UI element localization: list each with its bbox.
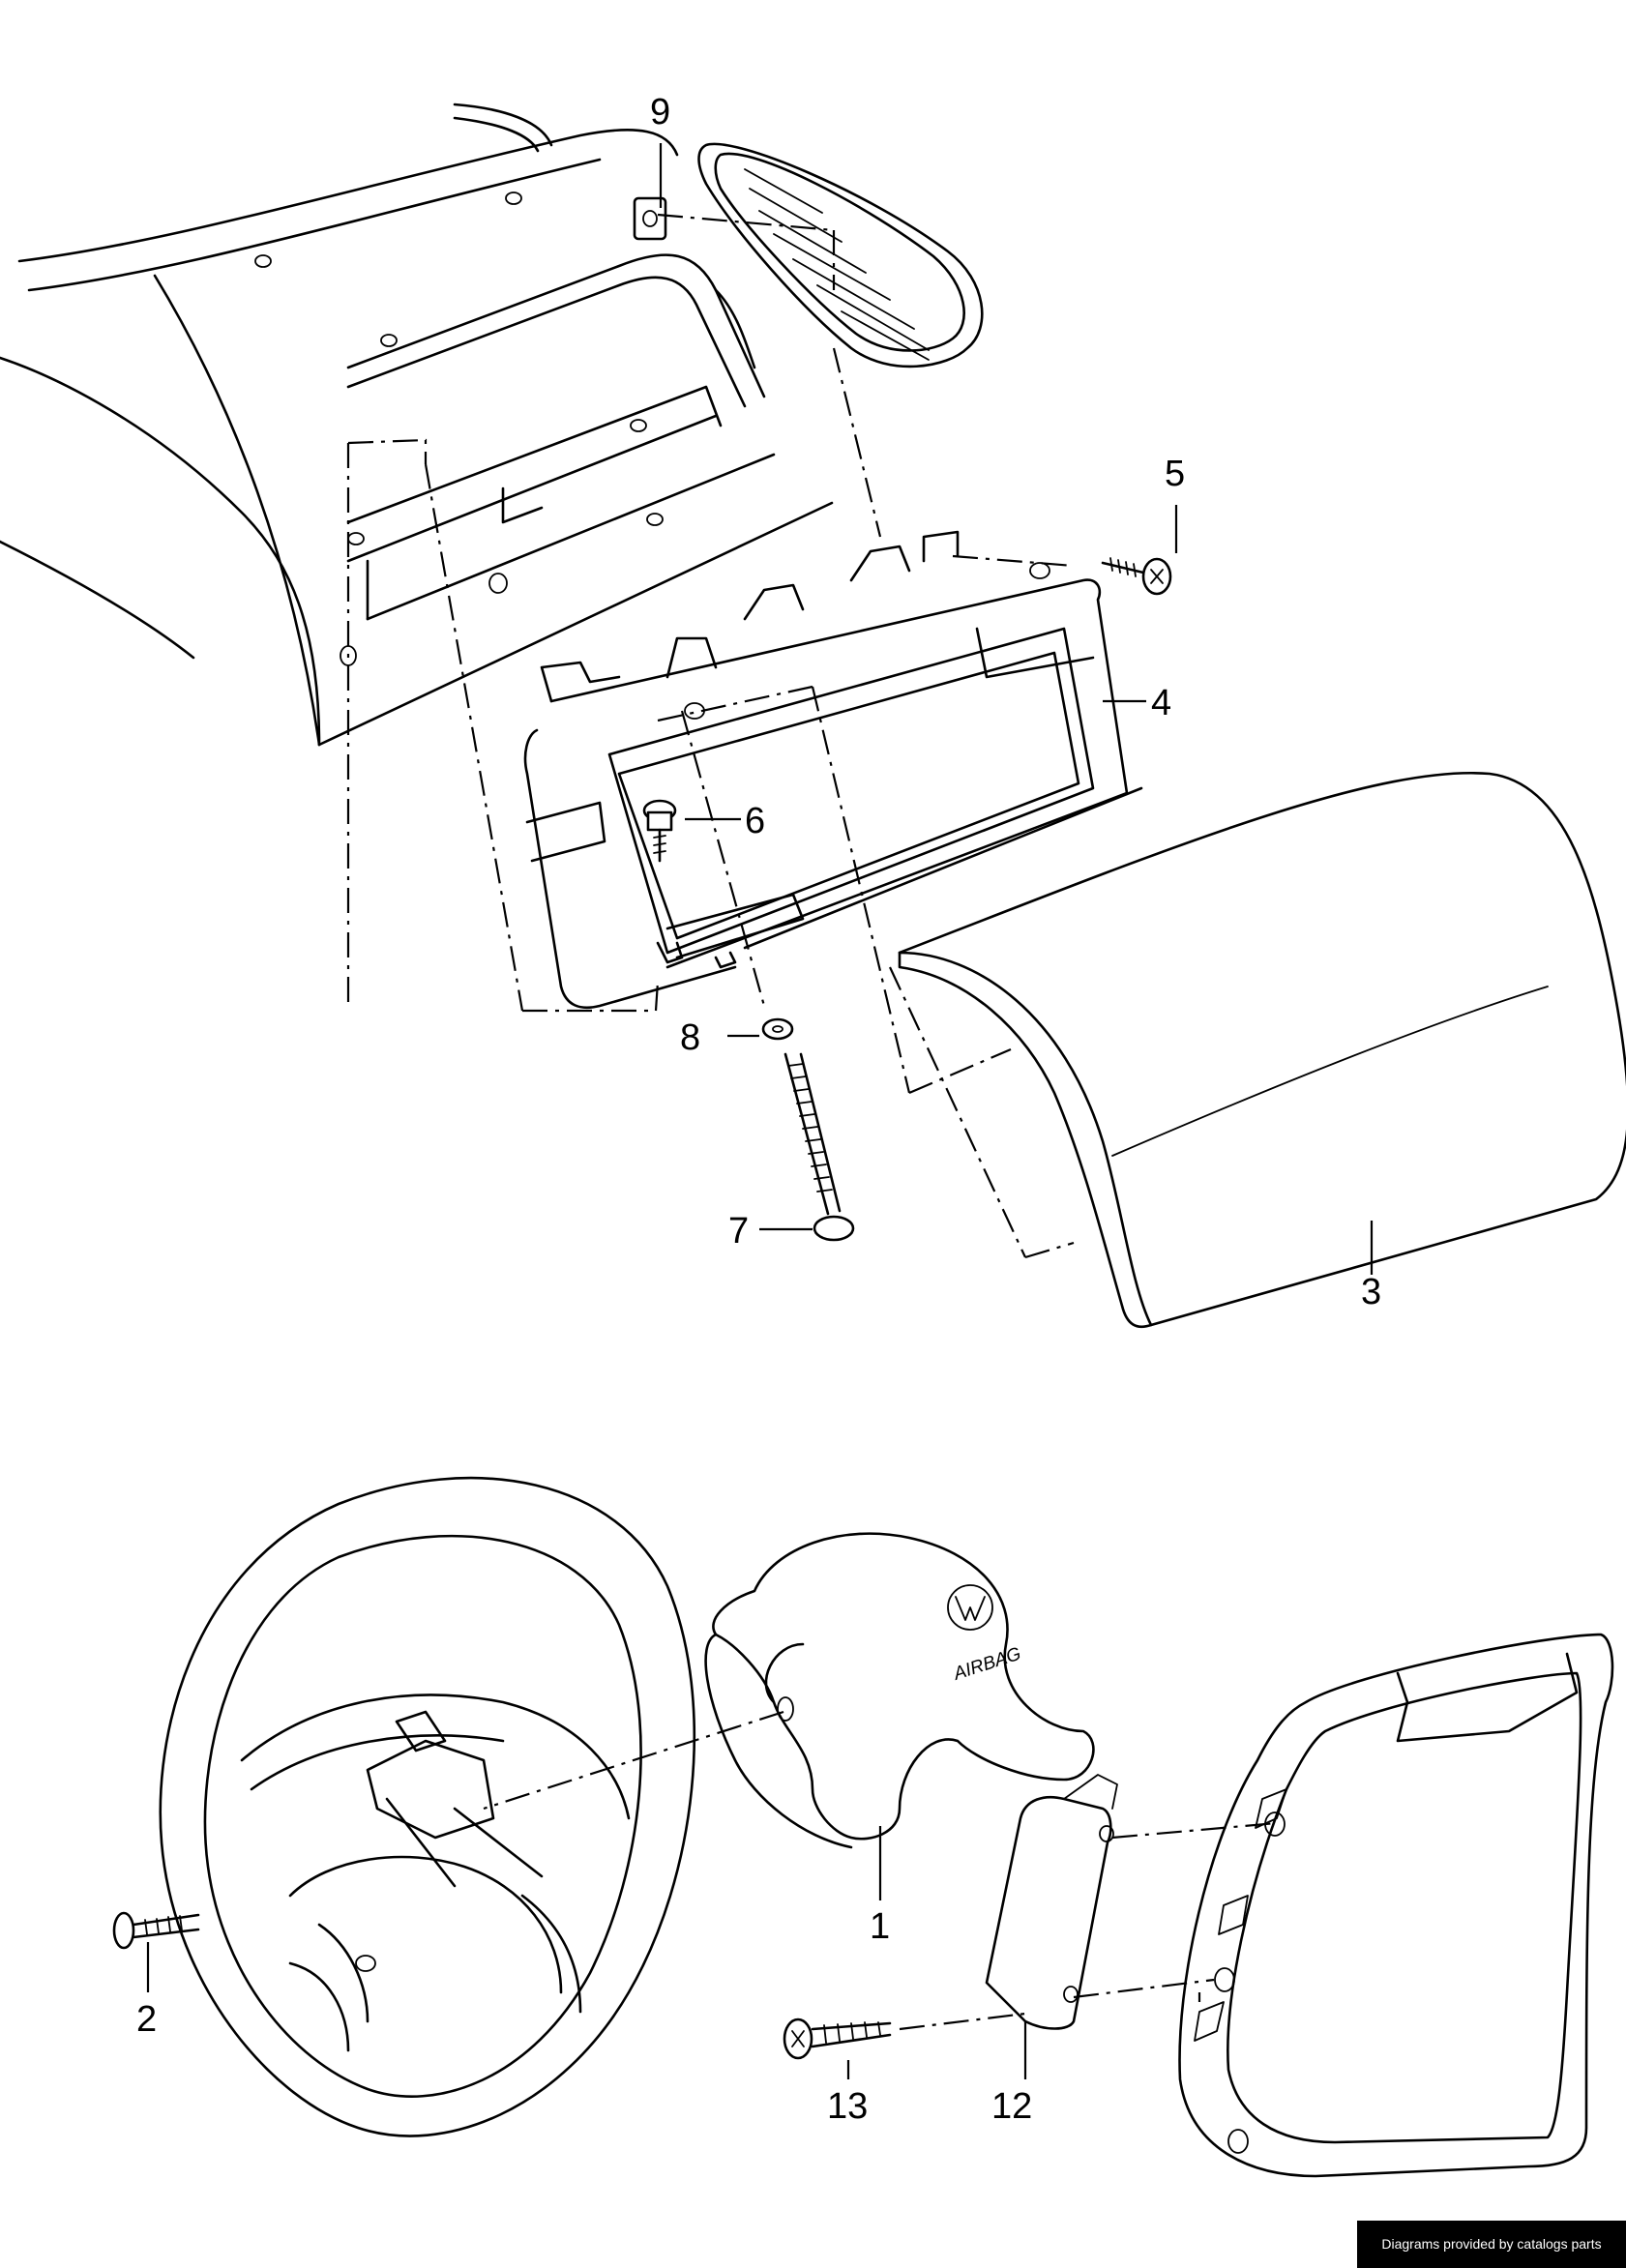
callout-12: 12 [991,2086,1032,2127]
screw-13 [783,2018,892,2060]
callout-1: 1 [870,1906,890,1947]
callout-2: 2 [136,1999,157,2040]
washer-8 [761,1017,794,1041]
dashed-assembly-lines-top [346,213,1075,1259]
callout-3: 3 [1361,1272,1381,1312]
callout-8: 8 [680,1017,700,1058]
callout-7: 7 [728,1211,749,1252]
airbag-cover-panel [898,771,1626,1329]
screw-5 [1101,557,1172,596]
dashed-assembly-lines-bottom [483,1710,1278,2031]
bolt-6 [642,799,677,863]
steering-wheel [159,1476,696,2137]
clip-nut [633,196,667,241]
screw-2 [112,1911,200,1950]
airbag-module-marking: AIRBAG [950,1644,1023,1685]
dashboard-panel [0,103,834,747]
vent-grille [697,142,984,368]
leader-lines-bottom [146,1826,1027,2079]
callout-4: 4 [1151,683,1171,723]
callout-5: 5 [1165,454,1185,494]
callout-6: 6 [745,801,765,841]
bolt-7 [783,1052,855,1242]
airbag-module-housing [523,530,1143,1010]
callout-13: 13 [827,2086,868,2127]
control-unit-12 [985,1774,1118,2030]
diagram-credit-badge: Diagrams provided by catalogs parts [1357,2221,1626,2268]
callout-9: 9 [650,92,670,133]
leader-lines-top [659,143,1374,1275]
driver-seat-backrest [1178,1633,1614,2178]
